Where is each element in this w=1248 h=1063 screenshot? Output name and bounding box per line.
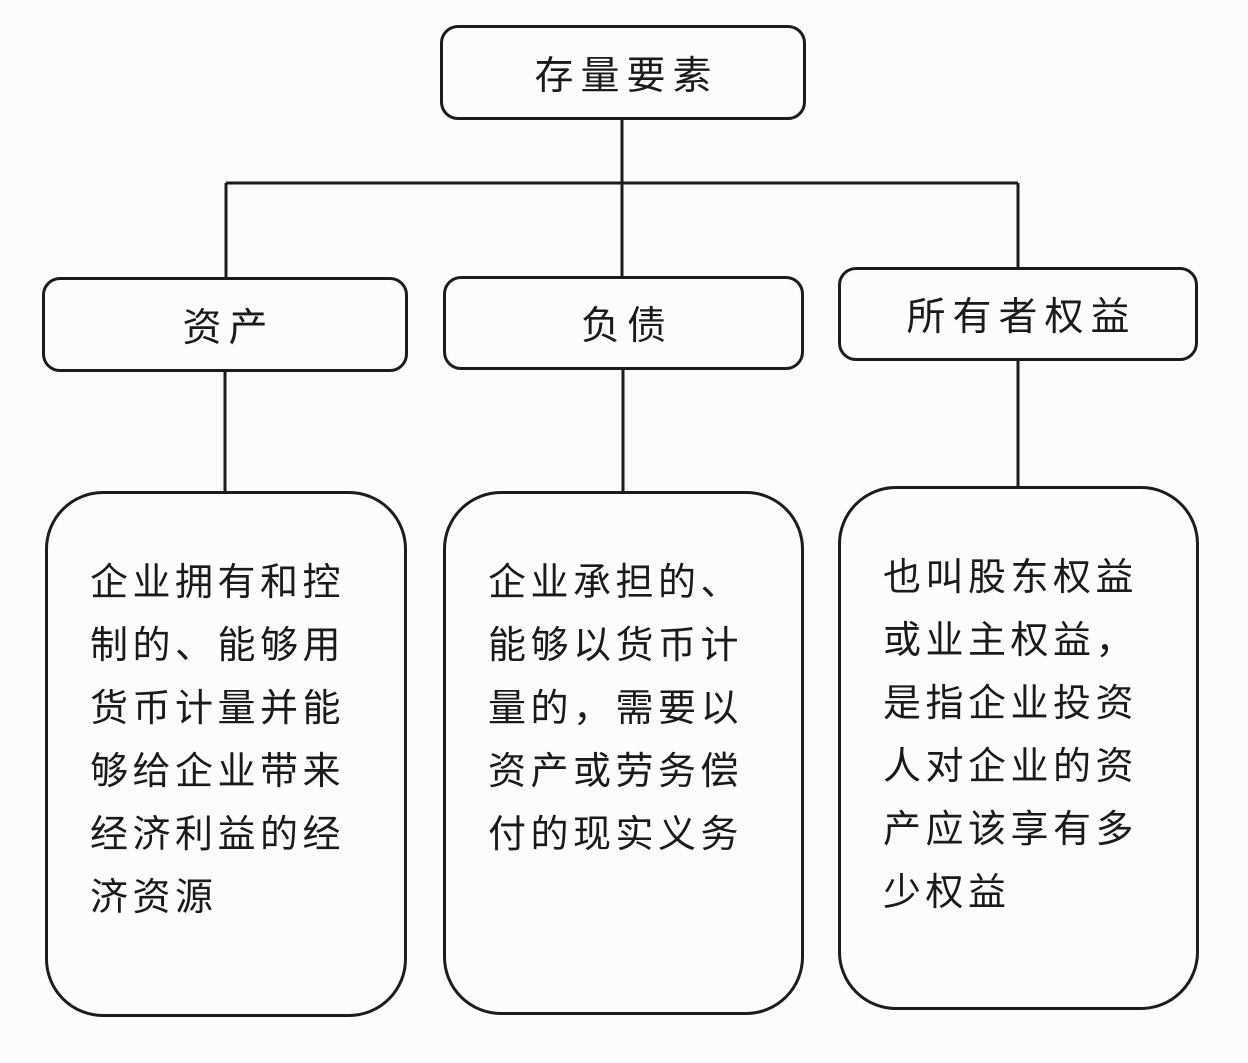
description-owners-equity: 也叫股东权益 或业主权益， 是指企业投资 人对企业的资 产应该享有多 少权益 (838, 486, 1199, 1010)
node-assets: 资产 (42, 277, 408, 372)
node-owners-equity: 所有者权益 (838, 267, 1198, 361)
description-assets: 企业拥有和控 制的、能够用 货币计量并能 够给企业带来 经济利益的经 济资源 (45, 491, 407, 1017)
description-liabilities: 企业承担的、 能够以货币计 量的，需要以 资产或劳务偿 付的现实义务 (443, 491, 804, 1015)
root-node-stock-elements: 存量要素 (440, 25, 806, 120)
node-liabilities: 负债 (443, 276, 804, 370)
